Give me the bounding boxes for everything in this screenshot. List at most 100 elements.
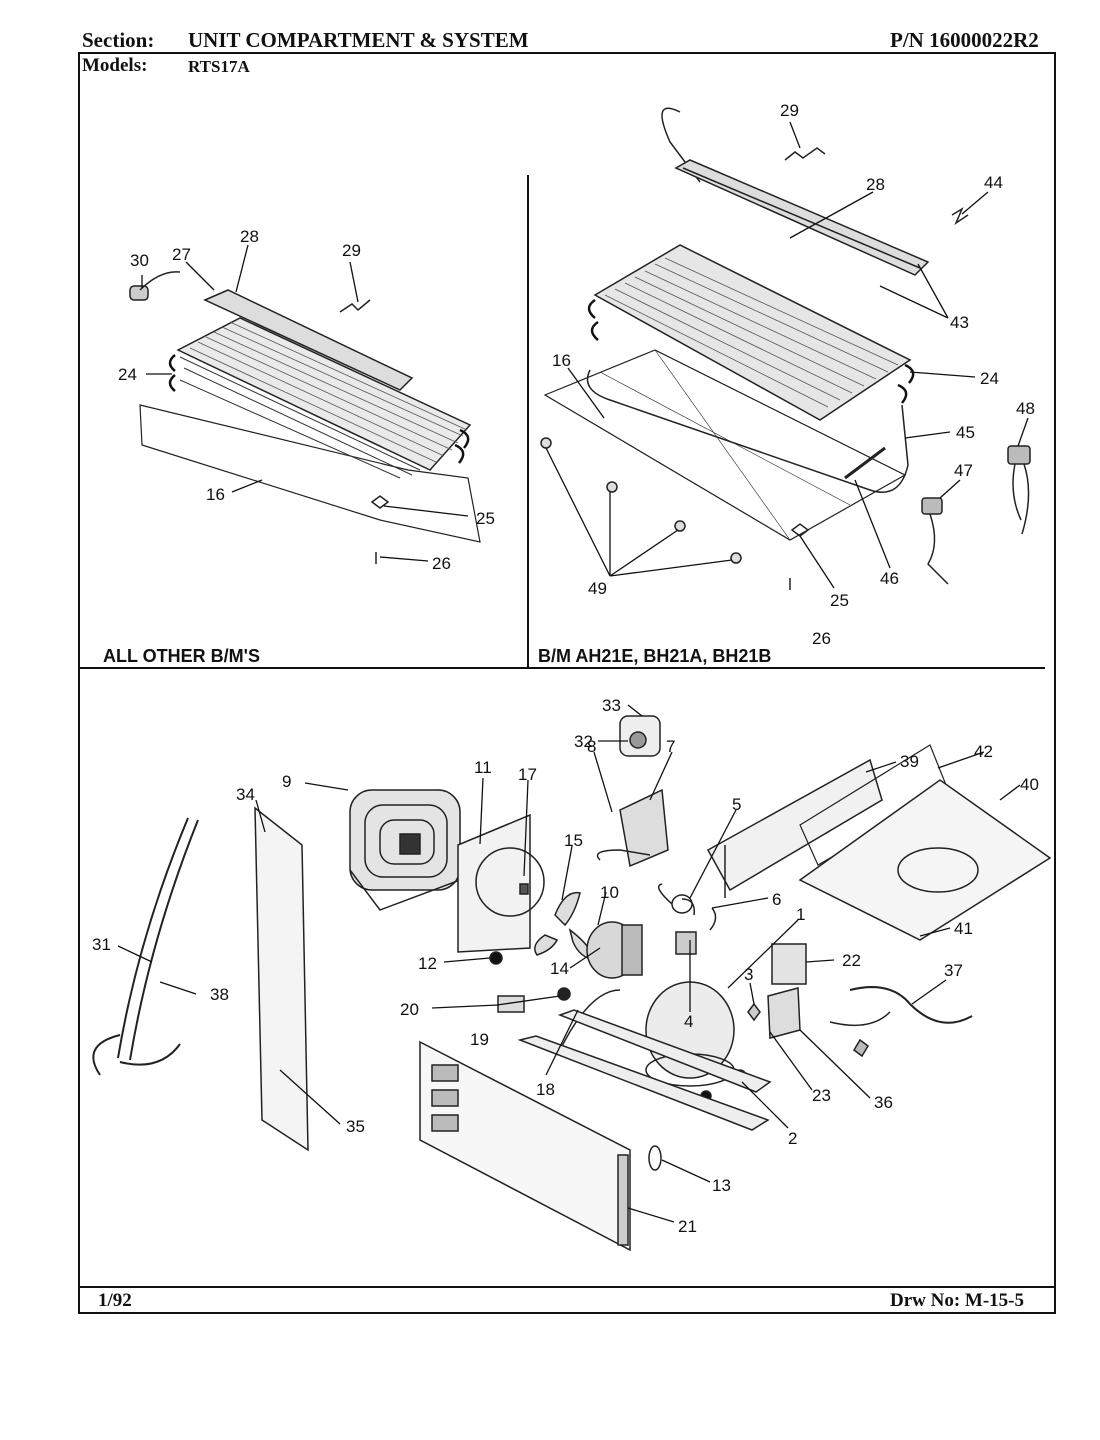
- callout-24: 24: [118, 365, 137, 384]
- left-evaporator-assembly: [129, 271, 481, 564]
- callout-27: 27: [172, 245, 191, 264]
- callout-8: 8: [587, 737, 596, 756]
- callout-7: 7: [666, 737, 675, 756]
- callout-31: 31: [92, 935, 111, 954]
- callout-37: 37: [944, 961, 963, 980]
- bottom-leaders: [117, 704, 1021, 1223]
- callout-1: 1: [796, 905, 805, 924]
- callout-29: 29: [780, 101, 799, 120]
- wire-icon: [339, 299, 371, 313]
- callout-20: 20: [400, 1000, 419, 1019]
- callout-43: 43: [950, 313, 969, 332]
- callout-35: 35: [346, 1117, 365, 1136]
- drawing-number: Drw No: M-15-5: [890, 1290, 1025, 1311]
- callout-18: 18: [536, 1080, 555, 1099]
- callout-23: 23: [812, 1086, 831, 1105]
- callout-21: 21: [678, 1217, 697, 1236]
- section-title: UNIT COMPARTMENT & SYSTEM: [188, 28, 529, 52]
- callout-3: 3: [744, 965, 753, 984]
- callout-41: 41: [954, 919, 973, 938]
- callout-44: 44: [984, 173, 1003, 192]
- callout-39: 39: [900, 752, 919, 771]
- callout-30: 30: [130, 251, 149, 270]
- callout-29: 29: [342, 241, 361, 260]
- callout-4: 4: [684, 1012, 693, 1031]
- clip-icon: [790, 523, 810, 537]
- callout-45: 45: [956, 423, 975, 442]
- capacitor-icon: [497, 995, 525, 1013]
- callout-24: 24: [980, 369, 999, 388]
- callout-13: 13: [712, 1176, 731, 1195]
- side-panel: [254, 806, 309, 1152]
- callout-46: 46: [880, 569, 899, 588]
- part-number: P/N 16000022R2: [890, 28, 1039, 52]
- right-panel-caption: B/M AH21E, BH21A, BH21B: [538, 646, 771, 666]
- fan-blade-icon: [554, 891, 581, 927]
- callout-38: 38: [210, 985, 229, 1004]
- callout-33: 33: [602, 696, 621, 715]
- callout-6: 6: [772, 890, 781, 909]
- clip-icon: [370, 495, 390, 509]
- callout-28: 28: [240, 227, 259, 246]
- left-leaders: [141, 244, 469, 562]
- callout-32: 32: [574, 732, 593, 751]
- left-panel-caption: ALL OTHER B/M'S: [103, 646, 260, 666]
- callout-26: 26: [812, 629, 831, 648]
- callout-16: 16: [552, 351, 571, 370]
- callout-42: 42: [974, 742, 993, 761]
- drain-tray: [586, 369, 909, 493]
- fan-shroud: [457, 813, 531, 953]
- callout-10: 10: [600, 883, 619, 902]
- relay-icon: [1007, 445, 1031, 465]
- footer-date: 1/92: [98, 1290, 132, 1311]
- callout-12: 12: [418, 954, 437, 973]
- compressor-system-assembly: [92, 715, 1052, 1252]
- callout-11: 11: [474, 758, 492, 777]
- base-rail: [517, 1035, 770, 1131]
- models-value: RTS17A: [188, 57, 250, 76]
- callout-5: 5: [732, 795, 741, 814]
- callout-16: 16: [206, 485, 225, 504]
- bottom-callouts: 33 32 8 7 39 42 40 9 11 17 34 5 15 10 6 …: [92, 696, 1039, 1236]
- callout-34: 34: [236, 785, 255, 804]
- overload-icon: [771, 943, 807, 985]
- mounting-bracket: [619, 788, 669, 868]
- access-panel: [419, 1040, 631, 1252]
- callout-25: 25: [476, 509, 495, 528]
- left-callouts: 30 27 28 29 24 16 25 26 ALL OTHER B/M'S: [103, 227, 495, 666]
- right-evaporator-assembly: [540, 107, 1031, 590]
- diagram-frame: [78, 52, 1056, 1314]
- callout-25: 25: [830, 591, 849, 610]
- callout-14: 14: [550, 959, 569, 978]
- callout-19: 19: [470, 1030, 489, 1049]
- callout-15: 15: [564, 831, 583, 850]
- shelf-plate: [139, 404, 481, 543]
- callout-49: 49: [588, 579, 607, 598]
- callout-22: 22: [842, 951, 861, 970]
- wire-icon: [951, 207, 969, 226]
- deflector-panel: [706, 758, 883, 892]
- thermostat-sensor-icon: [129, 285, 149, 301]
- right-callouts: 29 28 44 43 24 16 45 48 47 46 49 25 26 B…: [538, 101, 1035, 666]
- callout-17: 17: [518, 765, 537, 784]
- defrost-heater-strip: [203, 289, 414, 391]
- callout-26: 26: [432, 554, 451, 573]
- callout-48: 48: [1016, 399, 1035, 418]
- right-leaders: [545, 121, 1029, 589]
- base-rail: [557, 1009, 772, 1093]
- condenser-coil: [349, 789, 461, 911]
- callout-40: 40: [1020, 775, 1039, 794]
- models-label: Models:: [82, 55, 148, 76]
- heater-loop: [661, 107, 701, 183]
- callout-2: 2: [788, 1129, 797, 1148]
- callout-36: 36: [874, 1093, 893, 1112]
- callout-28: 28: [866, 175, 885, 194]
- section-label: Section:: [82, 28, 155, 52]
- callout-9: 9: [282, 772, 291, 791]
- drain-pan: [798, 779, 1052, 941]
- callout-47: 47: [954, 461, 973, 480]
- evaporator-coil-body: [176, 317, 472, 471]
- wire-icon: [784, 147, 826, 161]
- connector-icon: [921, 497, 943, 515]
